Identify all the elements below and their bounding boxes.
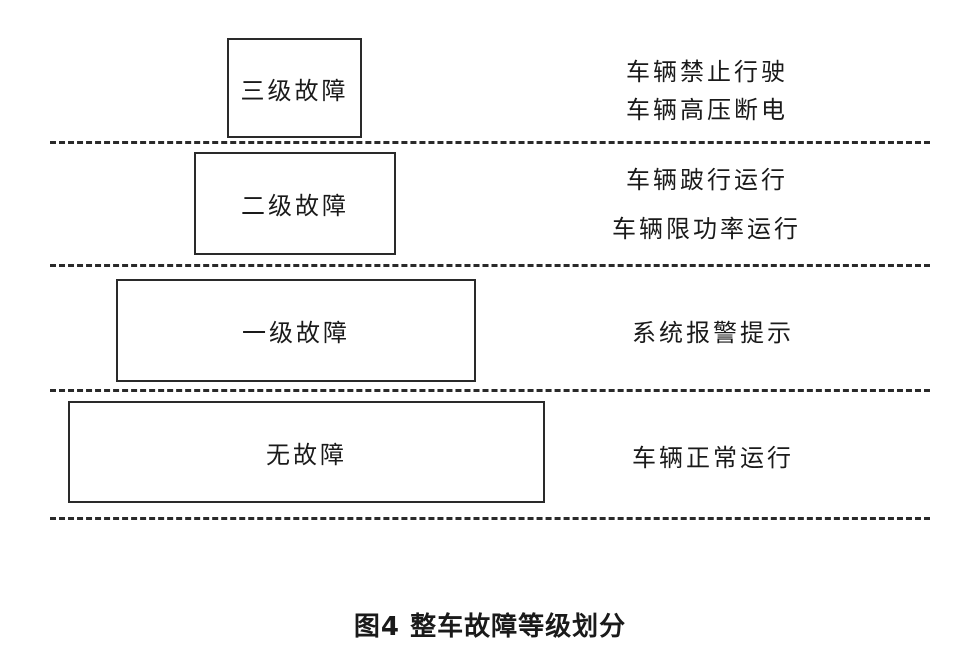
level-2-desc-1: 车辆跛行运行 xyxy=(626,166,788,194)
level-3-label: 三级故障 xyxy=(240,76,349,105)
level-2-desc-2: 车辆限功率运行 xyxy=(612,215,801,243)
separator-1 xyxy=(50,141,930,144)
level-0-box: 无故障 xyxy=(68,401,545,503)
figure-caption: 图4 整车故障等级划分 xyxy=(353,612,627,642)
level-3-desc-1: 车辆禁止行驶 xyxy=(626,58,788,86)
level-2-box: 二级故障 xyxy=(194,152,396,255)
separator-4 xyxy=(50,517,930,520)
level-1-box: 一级故障 xyxy=(116,279,476,382)
level-3-box: 三级故障 xyxy=(227,38,362,138)
level-3-desc-2: 车辆高压断电 xyxy=(626,96,788,124)
separator-2 xyxy=(50,264,930,267)
level-1-desc-1: 系统报警提示 xyxy=(632,319,794,347)
level-1-label: 一级故障 xyxy=(242,319,350,347)
level-2-label: 二级故障 xyxy=(241,192,349,220)
level-0-desc-1: 车辆正常运行 xyxy=(632,444,794,472)
separator-3 xyxy=(50,389,930,392)
level-0-label: 无故障 xyxy=(266,440,347,469)
